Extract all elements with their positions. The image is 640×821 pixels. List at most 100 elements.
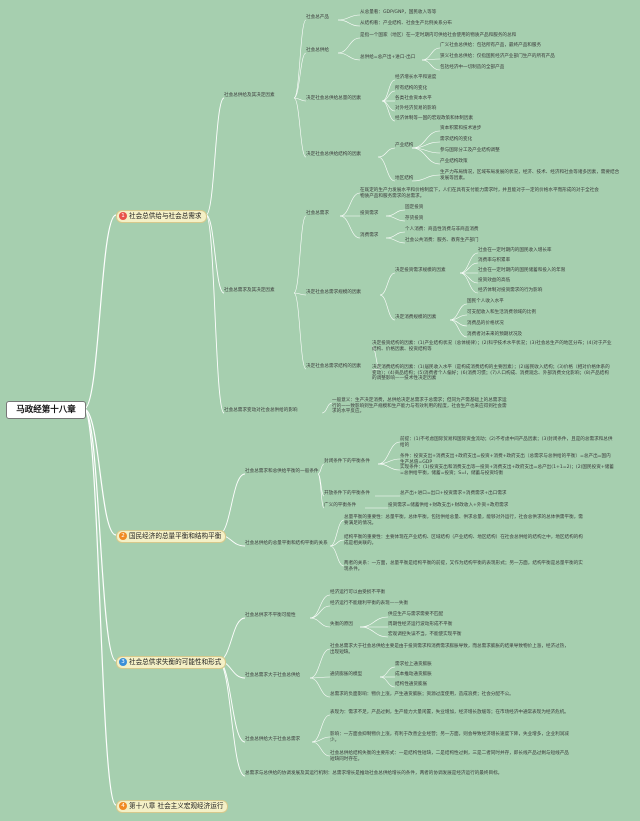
s2-broad-conditions[interactable]: 广义的平衡条件 — [324, 503, 357, 508]
s1-inv-f3: 社会在一定时期内的国民储蓄和投入的年限 — [478, 268, 566, 273]
connector-line — [329, 519, 345, 547]
connector-line — [377, 463, 401, 471]
s1-con-f4: 消费者对未来的预期状况及 — [467, 332, 523, 337]
s3-p1: 经济运行可以由受损不平衡 — [330, 590, 386, 595]
s1-supply-narrow: 狭义社会总供给：仅指国民经济产业部门生产的所有产品 — [440, 54, 555, 59]
section-3-number: 3 — [119, 658, 127, 666]
s3-p2: 经济运行不能顺利平衡的表现——失衡 — [330, 601, 409, 606]
connector-line — [459, 272, 479, 294]
connector-line — [217, 617, 246, 662]
s3-demand-exceeds-desc: 社会总需求大于社会总供给主要是由于投资需求和消费需求膨胀导致，而总需求膨胀的结果… — [330, 644, 569, 655]
s1-total-supply[interactable]: 社会总供给 — [306, 48, 329, 53]
s1-industry-f4: 产业结构政策 — [440, 159, 468, 164]
s2-closed-condition: 条件：投资支出+消费支出+政府支出=投资+消费+政府支出（总需求与总供给的平衡）… — [400, 454, 611, 465]
connector-line — [379, 676, 396, 688]
connector-line — [377, 156, 396, 182]
s1-fixed-investment: 固定投资 — [405, 205, 424, 210]
s2-volume-importance: 总量平衡的重要性：总量平衡，总体平衡，包括供给总量、供求总量，能够对外运行，社会… — [344, 515, 583, 526]
section-3-label: 社会总供求失衡的可能性和形式 — [129, 658, 222, 666]
connector-line — [293, 97, 307, 102]
s1-total-product[interactable]: 社会总产品 — [306, 15, 329, 20]
s2-open-conditions[interactable]: 开放条件下的平衡条件 — [324, 491, 370, 496]
connector-line — [359, 616, 389, 628]
s1-demand-scale[interactable]: 决定社会总需求规模的因素 — [306, 290, 362, 295]
s1-volume-f4: 对外经济贸易的影响 — [395, 106, 437, 111]
connector-line — [385, 237, 406, 244]
s3-demand-exceeds[interactable]: 社会总需求大于社会总供给 — [245, 673, 301, 678]
s2-open-formula: 总产出+进口=出口+投资需求+消费需求+出口需求 — [400, 491, 507, 496]
section-4-label: 第十八章 社会主义宏观经济运行 — [129, 802, 224, 810]
connector-line — [337, 37, 361, 54]
s3-cause-2: 周期性经济运行波动形成不平衡 — [388, 622, 453, 627]
connector-line — [371, 368, 381, 371]
s1-investment-scale: 决定投资需求规模的因素 — [395, 268, 446, 273]
s1-demand-impact-desc: 一般意义：生产决定消费，总供给决定总需求于总需求；但同为产需基础上的总需求运行的… — [332, 398, 507, 415]
connector-line — [83, 214, 117, 410]
connector-line — [309, 605, 331, 619]
s1-demand-factors[interactable]: 社会总需求及其决定因素 — [224, 288, 275, 293]
s3-supply-exceeds-desc: 表现为：需求不足，产品过剩，生产能力大量闲置，失业增加，经济增长放缓等；在市场经… — [330, 710, 569, 715]
s1-public-consumption: 社会公共消费：服务、教育生产部门 — [405, 238, 479, 243]
s1-structure-factors[interactable]: 决定社会总供给结构的因素 — [306, 152, 362, 157]
s2-closed-conditions[interactable]: 封闭条件下的平衡条件 — [324, 459, 370, 464]
connector-line — [411, 147, 441, 165]
s1-supply-factors[interactable]: 社会总供给及其决定因素 — [224, 93, 275, 98]
connector-line — [311, 736, 331, 743]
connector-line — [217, 660, 246, 743]
section-4-number: 4 — [119, 802, 127, 810]
s3-inflation-models: 通货膨胀的模型 — [330, 672, 363, 677]
connector-line — [377, 147, 396, 158]
s2-closed-realization: 实现条件：(1)投资支出和消费支出等一投资+消费支出+政府支出=总产出(1+1=… — [400, 465, 614, 476]
connector-line — [205, 97, 225, 216]
s1-inv-f4: 投资效益的高低 — [478, 278, 511, 283]
s2-balance-conditions[interactable]: 社会总需求和总供给平衡的一般条件 — [245, 469, 319, 474]
connector-line — [371, 345, 381, 370]
s1-supply-all: 包括经济中一切制造的全部产品 — [440, 65, 505, 70]
s1-supply-broad: 广义社会总供给：包括所有产品，最终产品和服务 — [440, 43, 542, 48]
connector-line — [83, 408, 117, 806]
connector-line — [421, 47, 441, 61]
connector-line — [311, 741, 331, 757]
connector-line — [385, 209, 406, 217]
s1-consumption-demand: 消费需求 — [360, 233, 379, 238]
s1-supply-formula: 总供给=总产出+进口-出口 — [360, 55, 416, 60]
connector-line — [329, 545, 345, 567]
connector-line — [385, 215, 406, 222]
connector-line — [377, 441, 401, 465]
connector-line — [83, 408, 117, 662]
s3-structure-imbalance: 社会总供给结构失衡的主要形式：一是结构性短缺，二是结构性过剩，三是二者同时并存，… — [330, 751, 569, 762]
connector-line — [411, 130, 441, 149]
connector-line — [459, 272, 479, 284]
root-topic[interactable]: 马政经第十八章 — [6, 401, 86, 419]
s2-relationship: 两者的关系：一方面，总量平衡是结构平衡的前提，又作为结构平衡的表现形式；另一方面… — [344, 561, 583, 572]
connector-line — [381, 90, 396, 102]
s1-demand-structure[interactable]: 决定社会总需求结构的因素 — [306, 364, 362, 369]
connector-line — [421, 59, 441, 71]
connector-line — [337, 14, 361, 21]
s3-supply-exceeds[interactable]: 社会总供给大于社会总需求 — [245, 737, 301, 742]
s1-total-supply-def: 是指一个国家（地区）在一定时期内可供给社会使用的物质产品和服务的总和 — [360, 33, 517, 38]
s3-inflation-demand: 需求拉上通货膨胀 — [395, 662, 432, 667]
connector-line — [329, 539, 345, 547]
s1-volume-factors[interactable]: 决定社会总供给总量的因素 — [306, 96, 362, 101]
s1-volume-f5: 经济体制等一国的宏观政策和体制因素 — [395, 116, 474, 121]
s1-inventory-investment: 存货投资 — [405, 216, 424, 221]
connector-line — [205, 214, 225, 414]
connector-line — [381, 79, 396, 102]
s3-cause-3: 宏观调控失误不当，不能使实现平衡 — [388, 632, 462, 637]
s2-closed-premise: 前提：(1)不考虑国际贸易和国际资金流动；(2)不考虑中间产品因素；(3)封闭条… — [400, 437, 613, 448]
s3-coordination[interactable]: 总需求与总供给的协调发展及其运行机制：总需求增长是推动社会总供给增长的条件，两者… — [245, 771, 503, 776]
connector-line — [293, 292, 307, 296]
s1-total-demand[interactable]: 社会总需求 — [306, 211, 329, 216]
s1-investment-structure: 决定投资结构的因素：(1)产业结构状况（总体规律）；(2)科学技术水平状况；(3… — [372, 341, 612, 352]
s3-supply-exceeds-impact: 影响：一方面会抑制物价上涨，有利于改善企业经营；另一方面，则会导致经济增长速度下… — [330, 732, 569, 743]
s3-imbalance-possibility[interactable]: 社会总供求不平衡可能性 — [245, 613, 296, 618]
s1-demand-impact[interactable]: 社会总需求变动对社会总供给的影响 — [224, 408, 298, 413]
s2-volume-structure[interactable]: 社会总供给的总量平衡和结构平衡的关系 — [245, 541, 328, 546]
connector-line — [337, 52, 361, 61]
